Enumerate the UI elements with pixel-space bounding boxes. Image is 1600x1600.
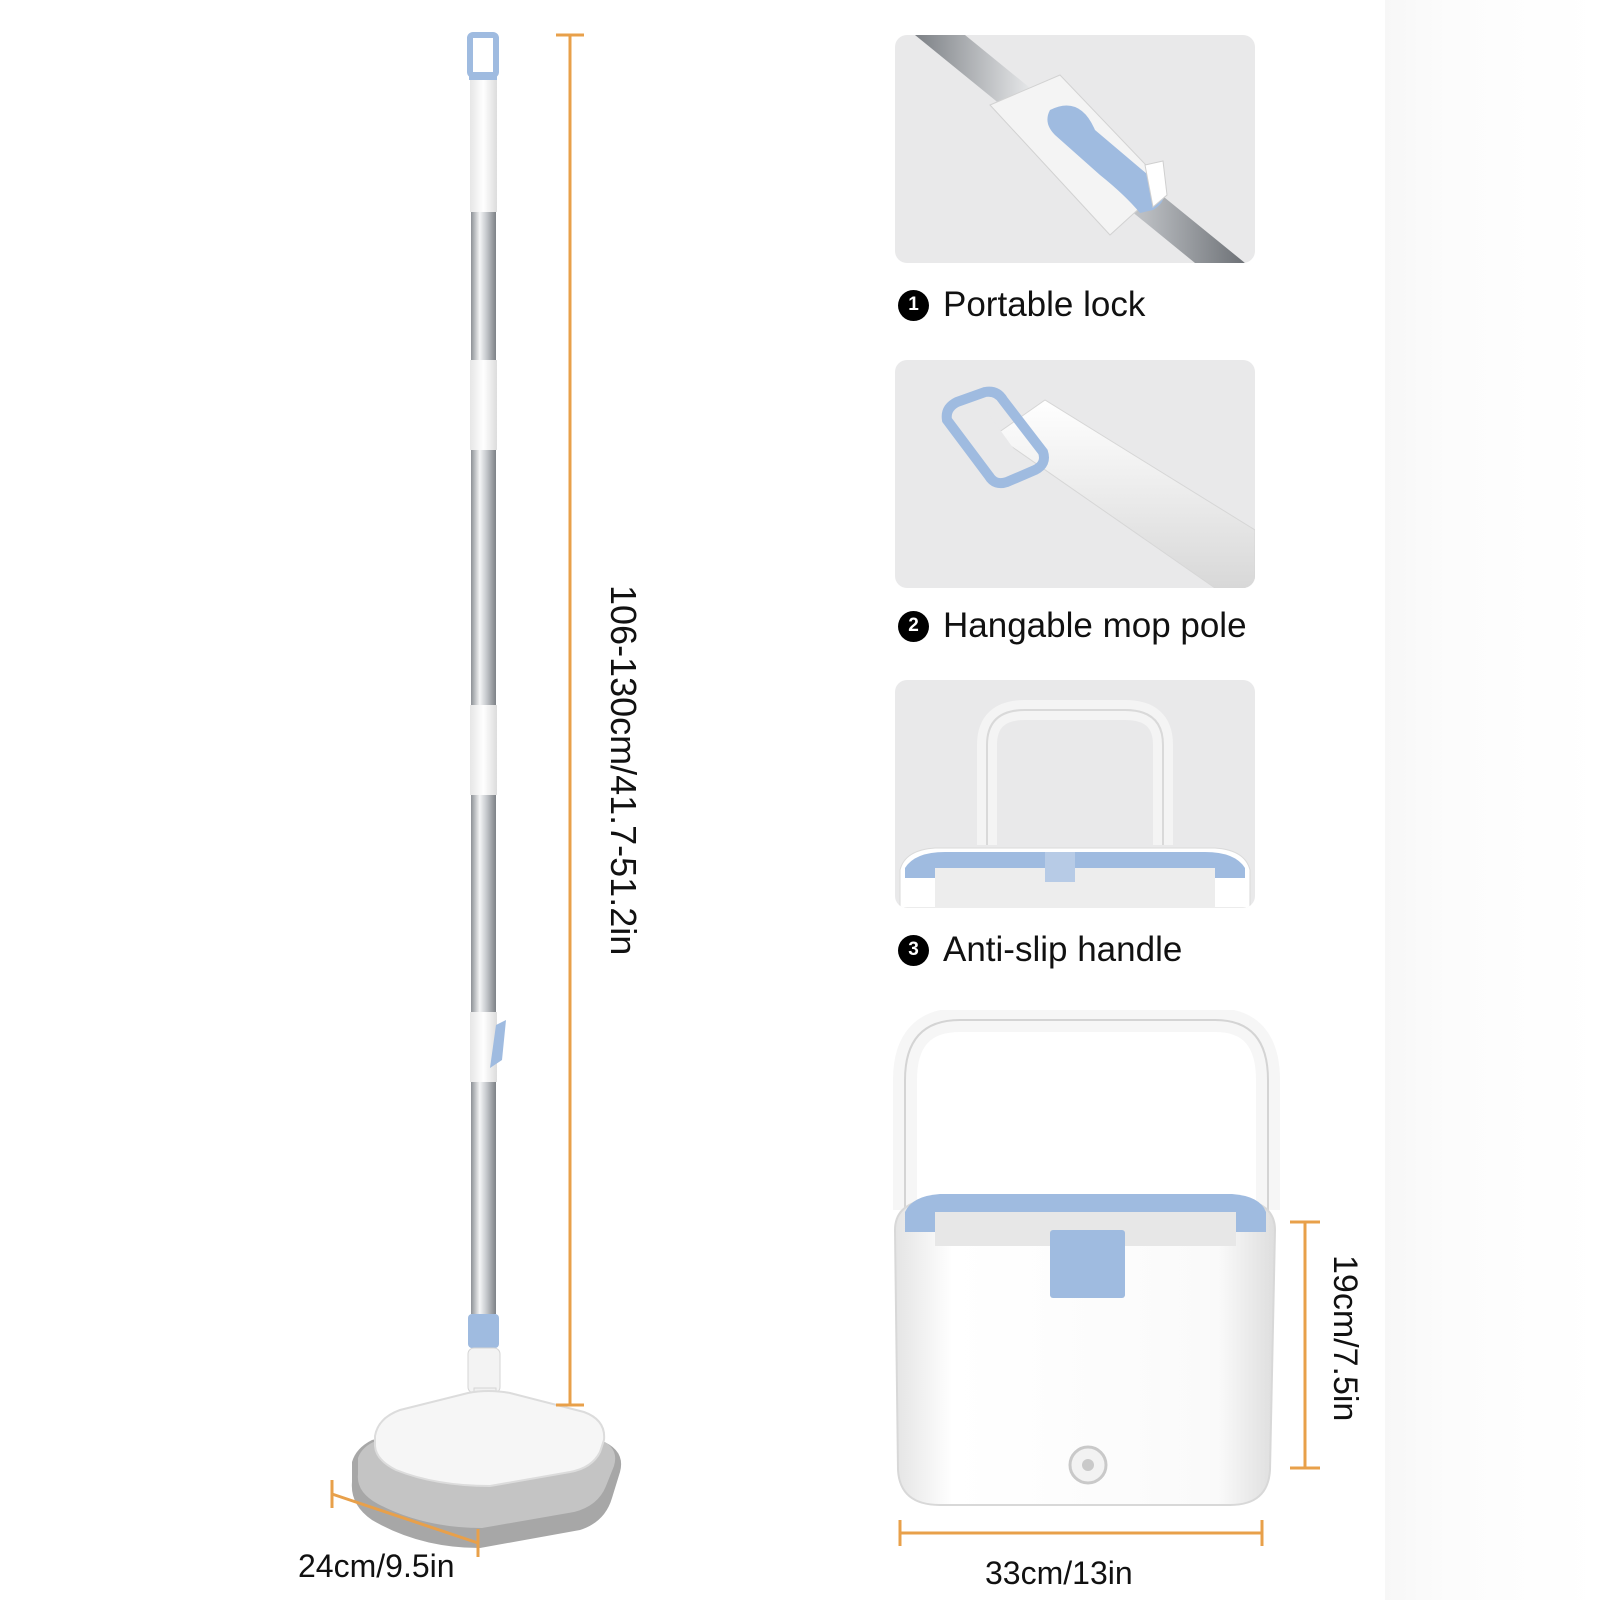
mop-width-label: 24cm/9.5in — [298, 1548, 455, 1584]
feature-label: Hangable mop pole — [943, 606, 1247, 645]
number-badge: 1 — [898, 289, 929, 321]
pole-length-label: 106-130cm/41.7-51.2in — [603, 585, 644, 956]
feature-item-hangable-pole: 2 Hangable mop pole — [898, 606, 1247, 646]
number-badge: 2 — [898, 610, 929, 642]
background-fade — [1385, 0, 1600, 1600]
bucket-height-label: 19cm/7.5in — [1326, 1255, 1364, 1422]
feature-item-portable-lock: 1 Portable lock — [898, 285, 1145, 325]
portable-lock-image — [895, 35, 1255, 263]
anti-slip-handle-image — [895, 680, 1255, 908]
bucket-width-dimension-line — [898, 1520, 1264, 1546]
bucket-width-label: 33cm/13in — [985, 1555, 1133, 1591]
bucket-height-dimension-line — [1290, 1220, 1320, 1470]
number-badge: 3 — [898, 934, 929, 966]
feature-label: Portable lock — [943, 285, 1146, 324]
feature-label: Anti-slip handle — [943, 930, 1183, 969]
pole-length-dimension-line — [556, 33, 584, 1407]
spin-mop-illustration — [351, 32, 622, 1548]
hangable-pole-image — [895, 360, 1255, 588]
mop-width-dimension-line — [330, 1480, 480, 1557]
mop-bucket-illustration — [893, 1010, 1280, 1506]
feature-item-anti-slip-handle: 3 Anti-slip handle — [898, 930, 1182, 970]
